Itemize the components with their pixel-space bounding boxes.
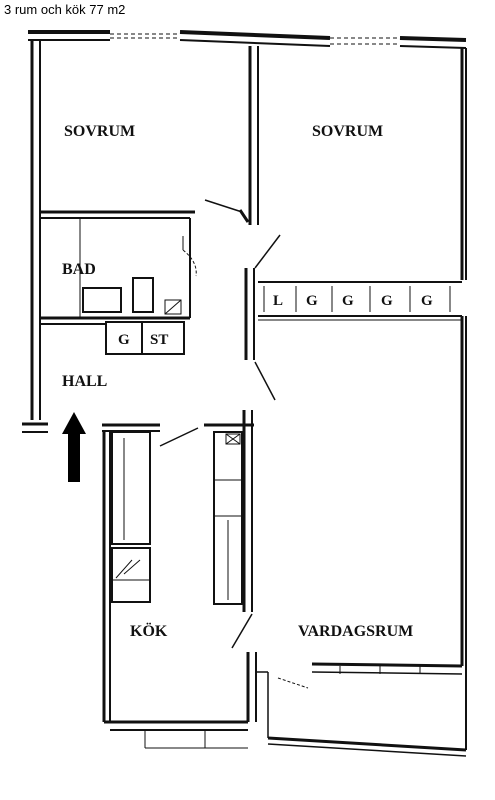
room-label-bath: BAD	[62, 261, 96, 278]
room-label-living: VARDAGSRUM	[298, 623, 413, 640]
room-label-kitchen: KÖK	[130, 622, 168, 640]
storage-block	[105, 321, 185, 355]
living-walls	[246, 652, 463, 738]
hall-walls	[244, 234, 281, 401]
bottom-wall	[104, 720, 467, 757]
closet-label: L	[273, 293, 283, 309]
storage-label: ST	[150, 332, 168, 348]
room-label-hall: HALL	[62, 373, 107, 390]
bedroom-divider-wall	[248, 46, 259, 225]
right-wall	[460, 48, 467, 750]
closet-label: G	[421, 293, 433, 309]
kitchen-counter-right	[204, 410, 254, 649]
closet-label: G	[306, 293, 318, 309]
kitchen-counter-left	[102, 423, 199, 722]
entrance-arrow-icon	[62, 412, 86, 482]
closet-label: G	[342, 293, 354, 309]
closet-row	[258, 281, 462, 321]
left-wall	[22, 40, 48, 433]
room-label-bedroom-left: SOVRUM	[64, 123, 135, 140]
closet-label: G	[381, 293, 393, 309]
top-wall	[28, 30, 467, 49]
storage-label: G	[118, 332, 130, 348]
plan-caption: 3 rum och kök 77 m2	[4, 2, 126, 17]
room-label-bedroom-right: SOVRUM	[312, 123, 383, 140]
bath-walls	[40, 210, 197, 325]
